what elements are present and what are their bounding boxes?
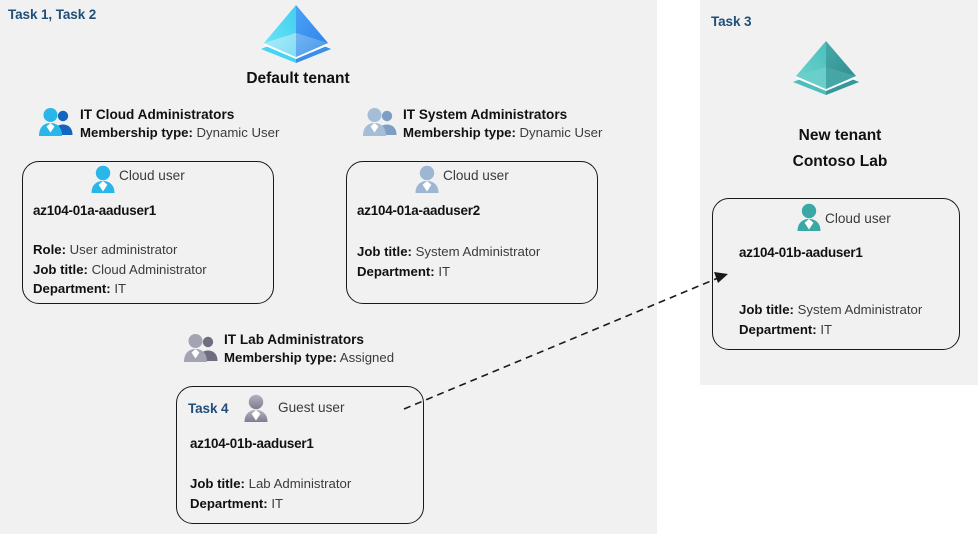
- default-tenant-panel: [0, 0, 657, 534]
- user-card-az104-01b-aaduser1-guest[interactable]: [176, 386, 424, 524]
- cloud-user-icon: [414, 165, 440, 193]
- membership-type-label: Membership type:: [403, 125, 516, 140]
- property-job-title: Job title: Lab Administrator: [190, 474, 351, 494]
- property-label: Job title:: [190, 476, 245, 491]
- cloud-user-icon: [796, 203, 822, 231]
- membership-type-value: Dynamic User: [519, 125, 603, 140]
- property-job-title: Job title: System Administrator: [739, 300, 922, 320]
- default-tenant-title: Default tenant: [246, 70, 350, 87]
- property-label: Job title:: [739, 302, 794, 317]
- group-name: IT System Administrators: [403, 107, 568, 122]
- property-value: System Administrator: [797, 302, 923, 317]
- property-value: IT: [114, 281, 127, 296]
- property-label: Department:: [357, 263, 435, 279]
- membership-type-label: Membership type:: [224, 350, 337, 365]
- property-department: Department: IT: [357, 262, 540, 282]
- new-tenant-title-line2: Contoso Lab: [792, 153, 888, 170]
- group-membership-type: Membership type: Assigned: [224, 348, 394, 367]
- membership-type-label: Membership type:: [80, 125, 193, 140]
- property-label: Department:: [33, 281, 111, 296]
- card-user-type: Cloud user: [825, 211, 891, 226]
- card-user-principal-name: az104-01a-aaduser1: [33, 203, 156, 218]
- membership-type-value: Dynamic User: [196, 125, 280, 140]
- users-group-icon: [183, 333, 219, 363]
- card-user-principal-name: az104-01b-aaduser1: [739, 245, 863, 260]
- users-group-icon: [38, 107, 74, 137]
- azure-ad-tenant-icon: [790, 38, 862, 96]
- new-tenant-title-line1: New tenant: [798, 127, 882, 144]
- user-card-az104-01b-aaduser1-cloud[interactable]: [712, 198, 960, 350]
- card-user-type: Guest user: [278, 400, 345, 415]
- property-label: Department:: [190, 495, 268, 511]
- card-user-principal-name: az104-01b-aaduser1: [190, 436, 314, 451]
- group-header-it-system-administrators: IT System Administrators Membership type…: [403, 106, 602, 142]
- property-label: Job title:: [33, 261, 88, 277]
- user-card-az104-01a-aaduser1[interactable]: [22, 161, 274, 304]
- property-value: Cloud Administrator: [91, 261, 207, 277]
- card-user-principal-name: az104-01a-aaduser2: [357, 203, 480, 218]
- group-membership-type: Membership type: Dynamic User: [403, 123, 602, 142]
- task-label-3: Task 3: [711, 14, 752, 29]
- property-department: Department: IT: [739, 320, 922, 340]
- group-name: IT Cloud Administrators: [80, 107, 235, 122]
- task-label-4: Task 4: [188, 401, 229, 416]
- group-membership-type: Membership type: Dynamic User: [80, 123, 279, 142]
- guest-user-icon: [243, 394, 269, 422]
- group-header-it-lab-administrators: IT Lab Administrators Membership type: A…: [224, 331, 394, 367]
- property-label: Job title:: [357, 244, 412, 259]
- property-department: Department: IT: [33, 279, 207, 299]
- property-value: Lab Administrator: [248, 476, 352, 491]
- card-properties: Job title: Lab Administrator Department:…: [190, 474, 351, 513]
- property-value: System Administrator: [415, 244, 541, 259]
- property-role: Role: User administrator: [33, 240, 207, 260]
- property-value: IT: [271, 495, 284, 511]
- azure-ad-tenant-icon: [258, 2, 334, 64]
- cloud-user-icon: [90, 165, 116, 193]
- card-properties: Job title: System Administrator Departme…: [739, 300, 922, 339]
- group-header-it-cloud-administrators: IT Cloud Administrators Membership type:…: [80, 106, 279, 142]
- property-department: Department: IT: [190, 494, 351, 514]
- group-name: IT Lab Administrators: [224, 332, 364, 347]
- card-properties: Role: User administrator Job title: Clou…: [33, 240, 207, 299]
- task-label-1-2: Task 1, Task 2: [8, 7, 97, 22]
- property-label: Department:: [739, 321, 817, 337]
- card-properties: Job title: System Administrator Departme…: [357, 242, 540, 281]
- property-value: IT: [820, 321, 833, 337]
- membership-type-value: Assigned: [339, 350, 395, 365]
- property-job-title: Job title: Cloud Administrator: [33, 260, 207, 280]
- users-group-icon: [362, 107, 398, 137]
- property-job-title: Job title: System Administrator: [357, 242, 540, 262]
- property-label: Role:: [33, 242, 66, 257]
- property-value: User administrator: [69, 242, 178, 257]
- card-user-type: Cloud user: [443, 168, 509, 183]
- property-value: IT: [438, 263, 451, 279]
- card-user-type: Cloud user: [119, 168, 185, 183]
